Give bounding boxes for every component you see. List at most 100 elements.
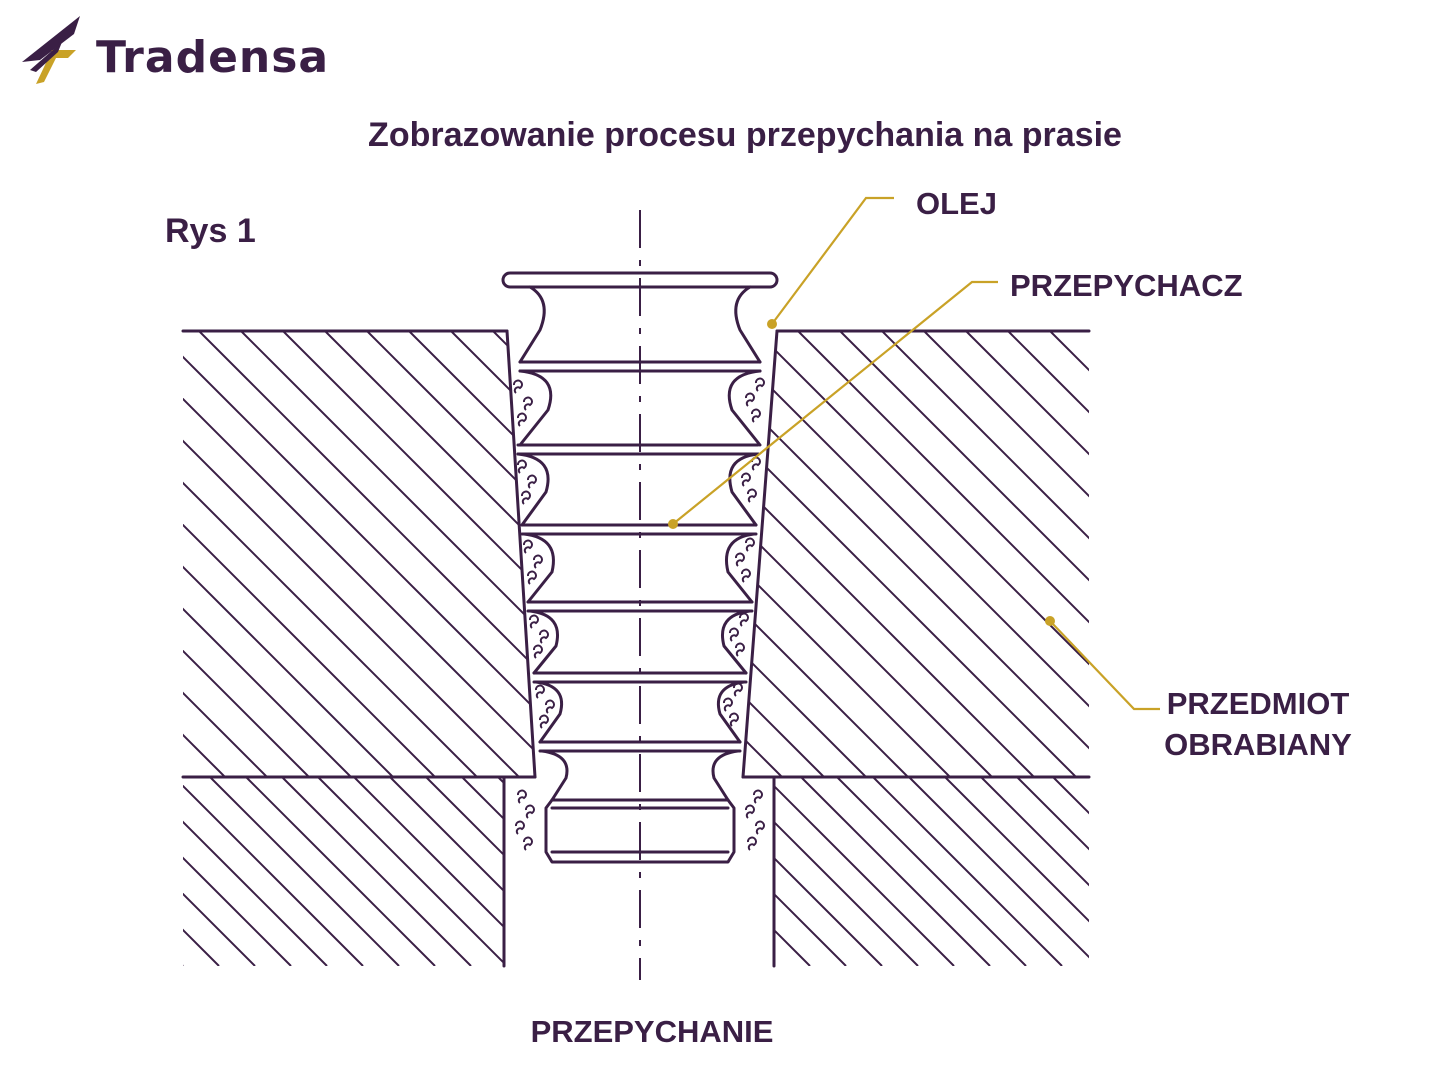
hatch-line [183, 856, 292, 966]
chip-curl [545, 699, 555, 714]
hatch-line [1016, 777, 1089, 851]
chip-curl [535, 684, 545, 699]
hatch-line [353, 777, 504, 929]
hatch-line [324, 331, 535, 777]
chip-curl [527, 474, 537, 489]
hatch-line [836, 777, 1027, 966]
chip-curl [741, 472, 751, 487]
hatch-line [743, 331, 1077, 777]
chip-curl [525, 804, 535, 819]
chip-curl [739, 612, 749, 627]
hatch-line [209, 777, 400, 966]
hatch-line [774, 892, 847, 966]
chip-curl [515, 820, 525, 835]
brand-logo: Tradensa [22, 16, 329, 84]
hatch-line [800, 777, 991, 966]
hatch-line [908, 777, 1089, 959]
brand-name: Tradensa [96, 32, 329, 83]
hatch-line [281, 777, 472, 966]
chip-curl [745, 804, 755, 819]
chip-curl [517, 412, 527, 427]
hatch-line [183, 331, 478, 777]
chip-curl [539, 714, 549, 729]
chip-curl [523, 539, 533, 554]
chip-curl [747, 488, 757, 503]
label-workpiece-line1: PRZEDMIOT [1167, 686, 1350, 721]
chip-curl [753, 789, 763, 804]
hatch-line [183, 331, 184, 777]
chip-curl [539, 629, 549, 644]
hatch-line [245, 777, 436, 966]
chip-curl [751, 408, 761, 423]
chip-curl [523, 836, 533, 851]
hatch-line [408, 331, 535, 777]
hatch-line [743, 331, 909, 777]
hatch-line [881, 331, 1089, 777]
hatch-line [743, 331, 993, 777]
hatch-line [183, 928, 220, 966]
hatch-line [774, 928, 811, 966]
label-oil: OLEJ [916, 186, 997, 221]
hatch-line [183, 331, 310, 777]
lower-left-support-section [183, 777, 504, 966]
chip-curl [533, 644, 543, 659]
chip-curl [735, 552, 745, 567]
hatch-line [797, 331, 1089, 777]
hatch-line [183, 331, 535, 777]
chip-curl [735, 642, 745, 657]
hatch-line [389, 777, 504, 893]
hatch-line [282, 331, 535, 777]
chip-curl [529, 614, 539, 629]
hatch-line [774, 856, 883, 966]
hatch-line [839, 331, 1089, 777]
hatch-line [1052, 777, 1089, 815]
hatch-line [183, 892, 256, 966]
hatch-line [183, 784, 364, 966]
hatch-line [743, 331, 783, 777]
chip-curl [533, 554, 543, 569]
chip-curl [517, 789, 527, 804]
hatch-line [743, 331, 825, 777]
hatch-line [980, 777, 1089, 887]
hatch-line [743, 331, 1035, 777]
chip-curl [733, 682, 743, 697]
hatch-line [497, 777, 504, 785]
hatch-line [198, 331, 535, 777]
chip-curl [513, 379, 523, 394]
hatch-line [774, 820, 919, 966]
caption: PRZEPYCHANIE [531, 1014, 774, 1049]
hatch-line [1007, 331, 1089, 777]
hatch-line [774, 964, 775, 966]
hatch-line [183, 331, 520, 777]
lower-right-support-section [774, 777, 1089, 966]
hatch-line [923, 331, 1089, 777]
hatch-line [743, 331, 1089, 777]
hatch-line [240, 331, 535, 777]
chip-curl [745, 392, 755, 407]
figure-label: Rys 1 [165, 212, 256, 250]
hatch-line [183, 331, 535, 777]
hatch-line [183, 331, 226, 777]
die-outlines [181, 329, 1091, 968]
chip-curl [755, 820, 765, 835]
hatch-line [743, 331, 867, 777]
tradensa-logo-icon [22, 16, 80, 84]
hatch-line [366, 331, 535, 777]
chip-curl [741, 568, 751, 583]
chip-curl [747, 836, 757, 851]
hatch-line [183, 964, 184, 966]
diagram-title: Zobrazowanie procesu przepychania na pra… [368, 116, 1122, 154]
chip-curl [517, 459, 527, 474]
label-workpiece-line2: OBRABIANY [1164, 727, 1352, 762]
hatch-line [944, 777, 1089, 923]
hatch-line [183, 820, 328, 966]
chip-curl [755, 377, 765, 392]
hatch-line [294, 331, 740, 777]
hatch-line [965, 331, 1089, 777]
chip-curl [521, 490, 531, 505]
chip-curl [729, 627, 739, 642]
hatch-line [183, 331, 394, 777]
chip-curl [729, 712, 739, 727]
pusher-tool [501, 271, 779, 864]
